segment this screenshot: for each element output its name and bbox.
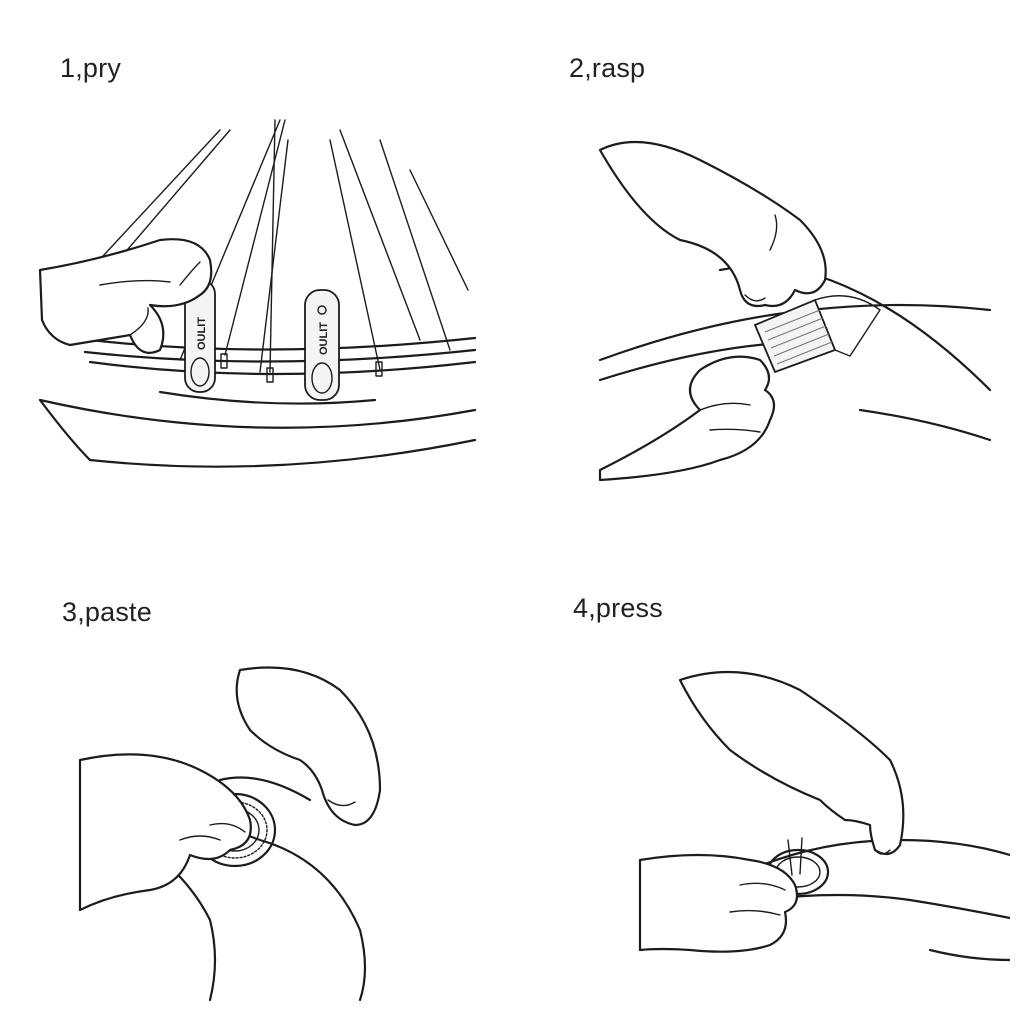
hand-icon bbox=[80, 754, 251, 910]
patch-icon bbox=[755, 296, 880, 372]
step-4-illustration bbox=[620, 650, 1010, 990]
step-3-label: 3,paste bbox=[62, 596, 152, 628]
rasp-drawing bbox=[560, 110, 1000, 490]
hand-icon bbox=[600, 357, 774, 480]
step-4-label: 4,press bbox=[573, 592, 663, 624]
press-drawing bbox=[620, 650, 1010, 990]
hand-icon bbox=[600, 142, 826, 306]
hand-icon bbox=[640, 855, 797, 952]
step-2-label: 2,rasp bbox=[569, 52, 645, 84]
lever-1-brand: OULIT bbox=[196, 317, 208, 350]
hand-icon bbox=[680, 672, 903, 854]
lever-2-brand: OULIT bbox=[318, 322, 330, 355]
paste-drawing bbox=[60, 650, 440, 1010]
step-1-illustration: OULIT OULIT bbox=[30, 110, 480, 490]
tire-lever-icon: OULIT bbox=[305, 290, 339, 400]
step-3-illustration bbox=[60, 650, 440, 1010]
step-1-label: 1,pry bbox=[60, 52, 121, 84]
step-2-illustration bbox=[560, 110, 1000, 490]
wheel-pry-drawing: OULIT OULIT bbox=[30, 110, 480, 490]
